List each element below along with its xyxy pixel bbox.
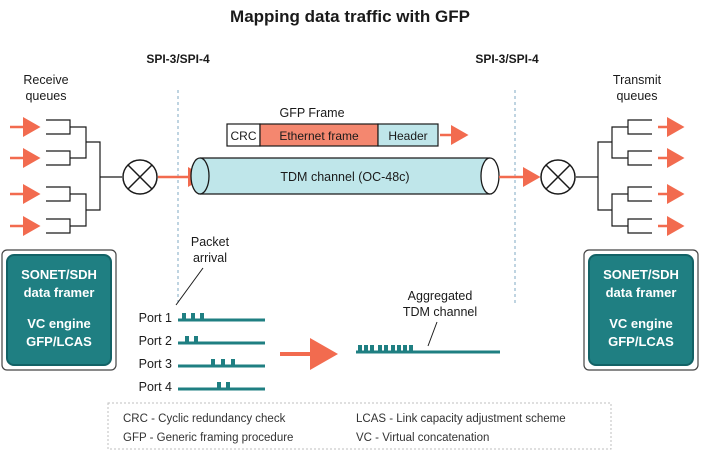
left-multiplexer-icon (122, 159, 158, 195)
legend-crc: CRC - Cyclic redundancy check (123, 413, 286, 425)
packet-arrival-pointer (175, 267, 204, 306)
packet-mark (200, 313, 204, 319)
right-demultiplexer-icon (540, 159, 576, 195)
tdm-channel-tube: TDM channel (OC-48c) (190, 157, 500, 195)
left-engine-line3: VC engine (27, 316, 91, 331)
gfp-frame-label: GFP Frame (279, 106, 344, 120)
port-label: Port 3 (139, 357, 172, 371)
left-engine-line1: SONET/SDH (21, 267, 97, 282)
transmit-label-line2: queues (616, 89, 657, 103)
packet-mark (182, 313, 186, 319)
legend-lcas: LCAS - Link capacity adjustment scheme (356, 413, 566, 425)
port-label: Port 1 (139, 311, 172, 325)
right-framer-engine: SONET/SDH data framer VC engine GFP/LCAS (583, 249, 699, 371)
right-engine-line1: SONET/SDH (603, 267, 679, 282)
gfp-field-crc-label: CRC (231, 129, 257, 143)
gfp-frame: GFP Frame CRC Ethernet frame Header (226, 106, 469, 147)
packet-mark (378, 345, 382, 351)
aggregated-label-line1: Aggregated (408, 289, 473, 303)
packet-arrival: Packet arrival (175, 235, 230, 306)
packet-mark (391, 345, 395, 351)
packet-mark (191, 313, 195, 319)
gfp-field-ethernet-label: Ethernet frame (279, 129, 359, 143)
packet-mark (217, 382, 221, 388)
packet-mark (226, 382, 230, 388)
legend-gfp: GFP - Generic framing procedure (123, 432, 293, 444)
tdm-channel-label: TDM channel (OC-48c) (280, 170, 409, 184)
receive-label-line1: Receive (23, 73, 68, 87)
packet-mark (231, 359, 235, 365)
gfp-field-header (377, 123, 439, 147)
port-label: Port 4 (139, 380, 172, 394)
legend: CRC - Cyclic redundancy check GFP - Gene… (107, 402, 612, 450)
transmit-queue-tree (576, 119, 652, 234)
aggregated-label-line2: TDM channel (403, 305, 477, 319)
gfp-field-header-label: Header (388, 129, 427, 143)
packet-mark (185, 336, 189, 342)
port-timelines: Port 1 Port 2 Port 3 Port 4 (139, 311, 265, 394)
aggregated-pointer (427, 321, 438, 347)
aggregated-tdm-channel: Aggregated TDM channel (356, 289, 500, 354)
packet-mark (370, 345, 374, 351)
diagram-title: Mapping data traffic with GFP (230, 7, 470, 26)
packet-mark (194, 336, 198, 342)
packet-arrival-line1: Packet (191, 235, 230, 249)
packet-arrival-line2: arrival (193, 251, 227, 265)
receive-queue-tree (46, 119, 122, 234)
spi-right-label: SPI-3/SPI-4 (475, 52, 539, 66)
left-engine-line4: GFP/LCAS (26, 334, 92, 349)
packet-mark (397, 345, 401, 351)
spi-left-label: SPI-3/SPI-4 (146, 52, 210, 66)
receive-label-line2: queues (25, 89, 66, 103)
receive-queues: Receive queues (10, 73, 122, 236)
packet-mark (364, 345, 368, 351)
left-framer-engine: SONET/SDH data framer VC engine GFP/LCAS (1, 249, 117, 371)
port-label: Port 2 (139, 334, 172, 348)
legend-vc: VC - Virtual concatenation (356, 432, 489, 444)
legend-box (107, 402, 612, 450)
left-engine-line2: data framer (24, 285, 95, 300)
transmit-queues: Transmit queues (576, 73, 685, 236)
packet-mark (221, 359, 225, 365)
transmit-label-line1: Transmit (613, 73, 662, 87)
right-engine-line2: data framer (606, 285, 677, 300)
right-engine-line3: VC engine (609, 316, 673, 331)
packet-mark (358, 345, 362, 351)
packet-mark (384, 345, 388, 351)
packet-mark (211, 359, 215, 365)
right-engine-line4: GFP/LCAS (608, 334, 674, 349)
packet-mark (403, 345, 407, 351)
packet-mark (409, 345, 413, 351)
